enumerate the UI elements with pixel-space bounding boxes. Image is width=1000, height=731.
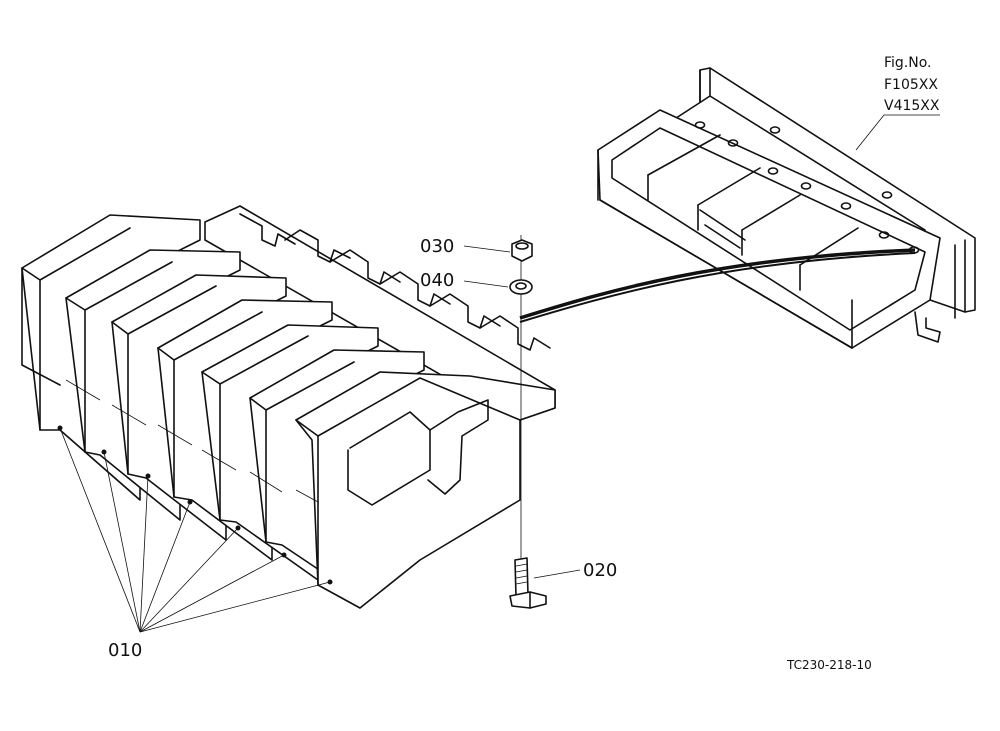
washer-040: 040	[420, 270, 533, 295]
figure-number-label: Fig.No. F105XX V415XX	[855, 55, 940, 151]
weight-stack	[21, 205, 556, 609]
callout-020-label: 020	[583, 560, 617, 581]
fig-no-label: Fig.No.	[884, 55, 932, 71]
callout-040-label: 040	[420, 270, 454, 291]
assembly-lead-line	[519, 248, 916, 320]
callout-010: 010	[57, 425, 333, 661]
callout-010-label: 010	[108, 640, 142, 661]
nut-030: 030	[420, 236, 533, 262]
callout-030-label: 030	[420, 236, 454, 257]
bolt-020: 020	[509, 557, 617, 609]
drawing-code: TC230-218-10	[786, 658, 872, 672]
fig-code-1: F105XX	[884, 77, 938, 93]
fig-code-2: V415XX	[884, 98, 940, 114]
